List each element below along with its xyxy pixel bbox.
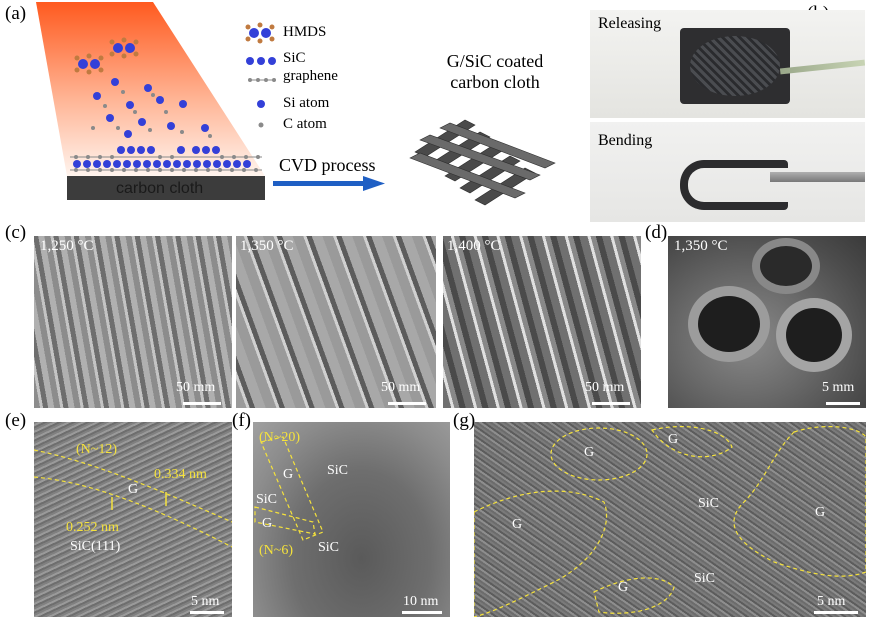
tem-f-overlay <box>254 436 324 541</box>
cvd-schematic <box>36 2 556 206</box>
panel-label-g: (g) <box>453 410 476 431</box>
tem-f-g2: G <box>262 516 273 531</box>
fiber-core-left <box>698 296 760 352</box>
photo-bending <box>590 122 865 222</box>
tem-f-sic3: SiC <box>318 540 340 555</box>
tem-e-layers: (N~12) <box>76 442 118 457</box>
hmds-molecule <box>109 37 139 59</box>
tem-g-sic1: SiC <box>698 496 720 511</box>
photo-releasing <box>590 10 865 118</box>
releasing-label: Releasing <box>598 15 662 32</box>
tem-f-scale-bar <box>402 611 442 614</box>
tem-e-scale-text: 5 nm <box>191 594 220 609</box>
tem-e-g: G <box>128 482 139 497</box>
sem-cross-section <box>668 236 866 408</box>
sem-1250-temp: 1,250 °C <box>40 238 94 254</box>
tem-e-spacing2: 0.252 nm <box>66 520 119 535</box>
tem-f-sic1: SiC <box>327 463 349 478</box>
sem-1350-temp: 1,350 °C <box>240 238 294 254</box>
sem-1400-temp: 1,400 °C <box>447 238 501 254</box>
legend-c-atom: C atom <box>283 116 327 132</box>
tem-g-sic2: SiC <box>694 571 716 586</box>
panel-label-a: (a) <box>5 3 27 24</box>
tem-g-g3: G <box>512 517 523 532</box>
tem-g-g5: G <box>618 580 629 595</box>
tem-g-overlay <box>474 425 866 617</box>
graphene-c-atoms <box>74 155 260 172</box>
tem-f-layers-top: (N~20) <box>259 430 301 445</box>
bent-cloth <box>680 160 788 210</box>
sem-1400 <box>443 236 641 408</box>
cross-section-scale-bar <box>826 402 860 405</box>
cvd-process-label: CVD process <box>279 155 376 175</box>
hmds-molecule <box>74 53 104 75</box>
legend-hmds-icon <box>245 22 275 44</box>
tem-f-layers-bottom: (N~6) <box>259 543 294 558</box>
tweezer-icon <box>779 59 865 75</box>
tem-g-g2: G <box>668 432 679 447</box>
product-label-line1: G/SiC coated <box>446 51 544 71</box>
legend-sic-icon <box>246 57 276 65</box>
coated-ellipse <box>690 36 780 96</box>
sem-1400-scale-text: 50 mm <box>585 380 625 395</box>
tem-g-scale-bar <box>814 611 858 614</box>
legend-sic: SiC <box>283 50 306 66</box>
sem-1250-scale-text: 50 mm <box>176 380 216 395</box>
carbon-cloth-substrate <box>67 176 265 200</box>
tem-f-scale-text: 10 nm <box>403 594 439 609</box>
woven-cloth-weft <box>409 122 556 199</box>
sem-1350-scale-bar <box>388 402 426 405</box>
cross-section-scale-text: 5 mm <box>822 380 855 395</box>
sic-deposits <box>73 146 251 168</box>
tem-g-scale-text: 5 nm <box>817 594 846 609</box>
legend-si-atom-icon <box>257 100 265 108</box>
tem-f-sic2: SiC <box>256 492 278 507</box>
panel-label-d: (d) <box>645 222 668 243</box>
fiber-core-top <box>760 246 812 286</box>
tem-e-overlay <box>34 449 232 548</box>
tem-f-g1: G <box>283 467 294 482</box>
legend-hmds: HMDS <box>283 24 327 40</box>
legend-si-atom: Si atom <box>283 95 330 111</box>
sem-1250-scale-bar <box>183 402 221 405</box>
tem-g-g4: G <box>815 505 826 520</box>
substrate-label: carbon cloth <box>116 180 204 197</box>
panel-label-e: (e) <box>5 410 27 431</box>
legend-graphene-icon <box>248 78 276 82</box>
legend-graphene: graphene <box>283 68 338 84</box>
fiber-core-right <box>786 308 842 362</box>
tem-g <box>474 422 866 617</box>
tem-g-g1: G <box>584 445 595 460</box>
sem-1350 <box>236 236 436 408</box>
c-atoms <box>91 90 212 138</box>
sem-1350-scale-text: 50 mm <box>381 380 421 395</box>
product-label-line2: carbon cloth <box>450 72 540 92</box>
panel-label-c: (c) <box>5 222 27 243</box>
legend-c-atom-icon <box>258 122 264 128</box>
sem-1400-scale-bar <box>592 402 630 405</box>
bending-label: Bending <box>598 132 653 149</box>
tem-e-scale-bar <box>190 611 224 614</box>
tem-e-spacing1: 0.334 nm <box>154 467 207 482</box>
sem-1250 <box>34 236 232 408</box>
product-label: G/SiC coated carbon cloth <box>425 51 565 93</box>
panel-label-f: (f) <box>232 410 251 431</box>
cvd-arrow-icon <box>273 176 385 191</box>
cross-section-temp: 1,350 °C <box>674 238 728 254</box>
tem-e <box>34 422 232 617</box>
si-atoms <box>93 78 209 138</box>
clamp-icon <box>770 172 865 182</box>
tem-f <box>253 422 450 617</box>
tem-e-sic: SiC(111) <box>70 539 121 554</box>
